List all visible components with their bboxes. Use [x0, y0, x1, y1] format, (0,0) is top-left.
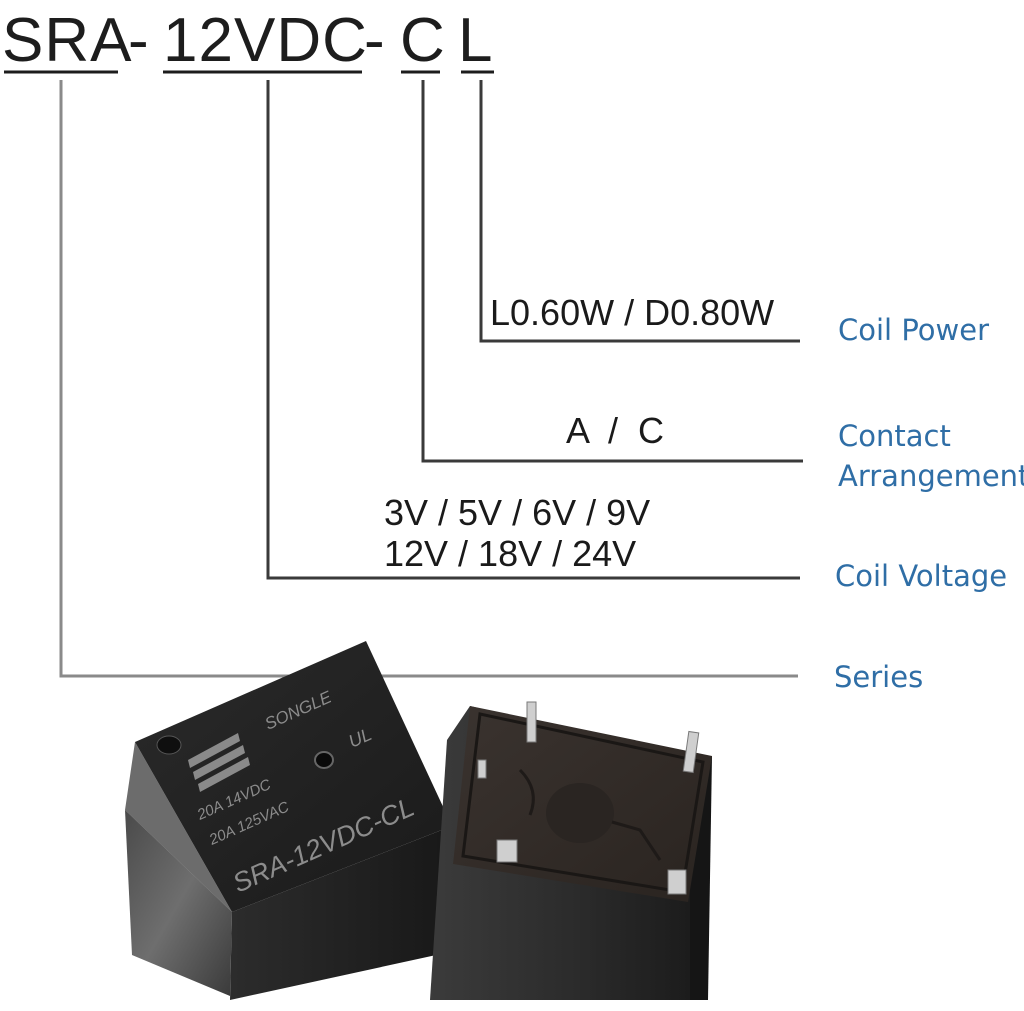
relay-right: [430, 701, 712, 1000]
pin-1: [526, 701, 537, 743]
pin-2: [682, 730, 700, 774]
contact-arrangement-value: A / C: [566, 410, 665, 451]
leader-coil-power: [479, 80, 800, 343]
coil-voltage-value-2: 12V / 18V / 24V: [384, 533, 637, 574]
leader-contact-arrangement: [421, 80, 803, 463]
leader-series: [59, 80, 798, 678]
code-dash-1: -: [128, 6, 150, 75]
songle-logo-icon: [188, 733, 250, 792]
relay-pins: [477, 701, 700, 895]
pin-3: [496, 839, 518, 863]
relay-left: SONGLE 20A 14VDC 20A 125VAC SRA-12VDC-CL…: [125, 641, 452, 1000]
leader-coil-voltage: [266, 80, 800, 580]
label-arrangement: Arrangement: [838, 459, 1024, 493]
pin-5: [477, 759, 487, 779]
relay-left-front-face: [125, 810, 232, 996]
relay-left-side-face: [230, 826, 452, 1000]
label-coil-power: Coil Power: [838, 313, 990, 347]
code-coil-voltage: 12VDC: [163, 6, 368, 75]
label-series: Series: [834, 660, 924, 694]
label-coil-voltage: Coil Voltage: [835, 559, 1008, 593]
screw-hole: [156, 735, 182, 755]
label-contact: Contact: [838, 419, 951, 453]
pin-4: [667, 869, 687, 895]
coil-power-value: L0.60W / D0.80W: [490, 292, 775, 333]
code-contact: C: [400, 6, 446, 75]
relay-left-top-face: [135, 641, 452, 912]
code-dash-2: -: [364, 6, 386, 75]
code-coil-power: L: [458, 6, 494, 75]
code-series: SRA: [2, 6, 133, 75]
coil-voltage-value-1: 3V / 5V / 6V / 9V: [384, 492, 651, 533]
